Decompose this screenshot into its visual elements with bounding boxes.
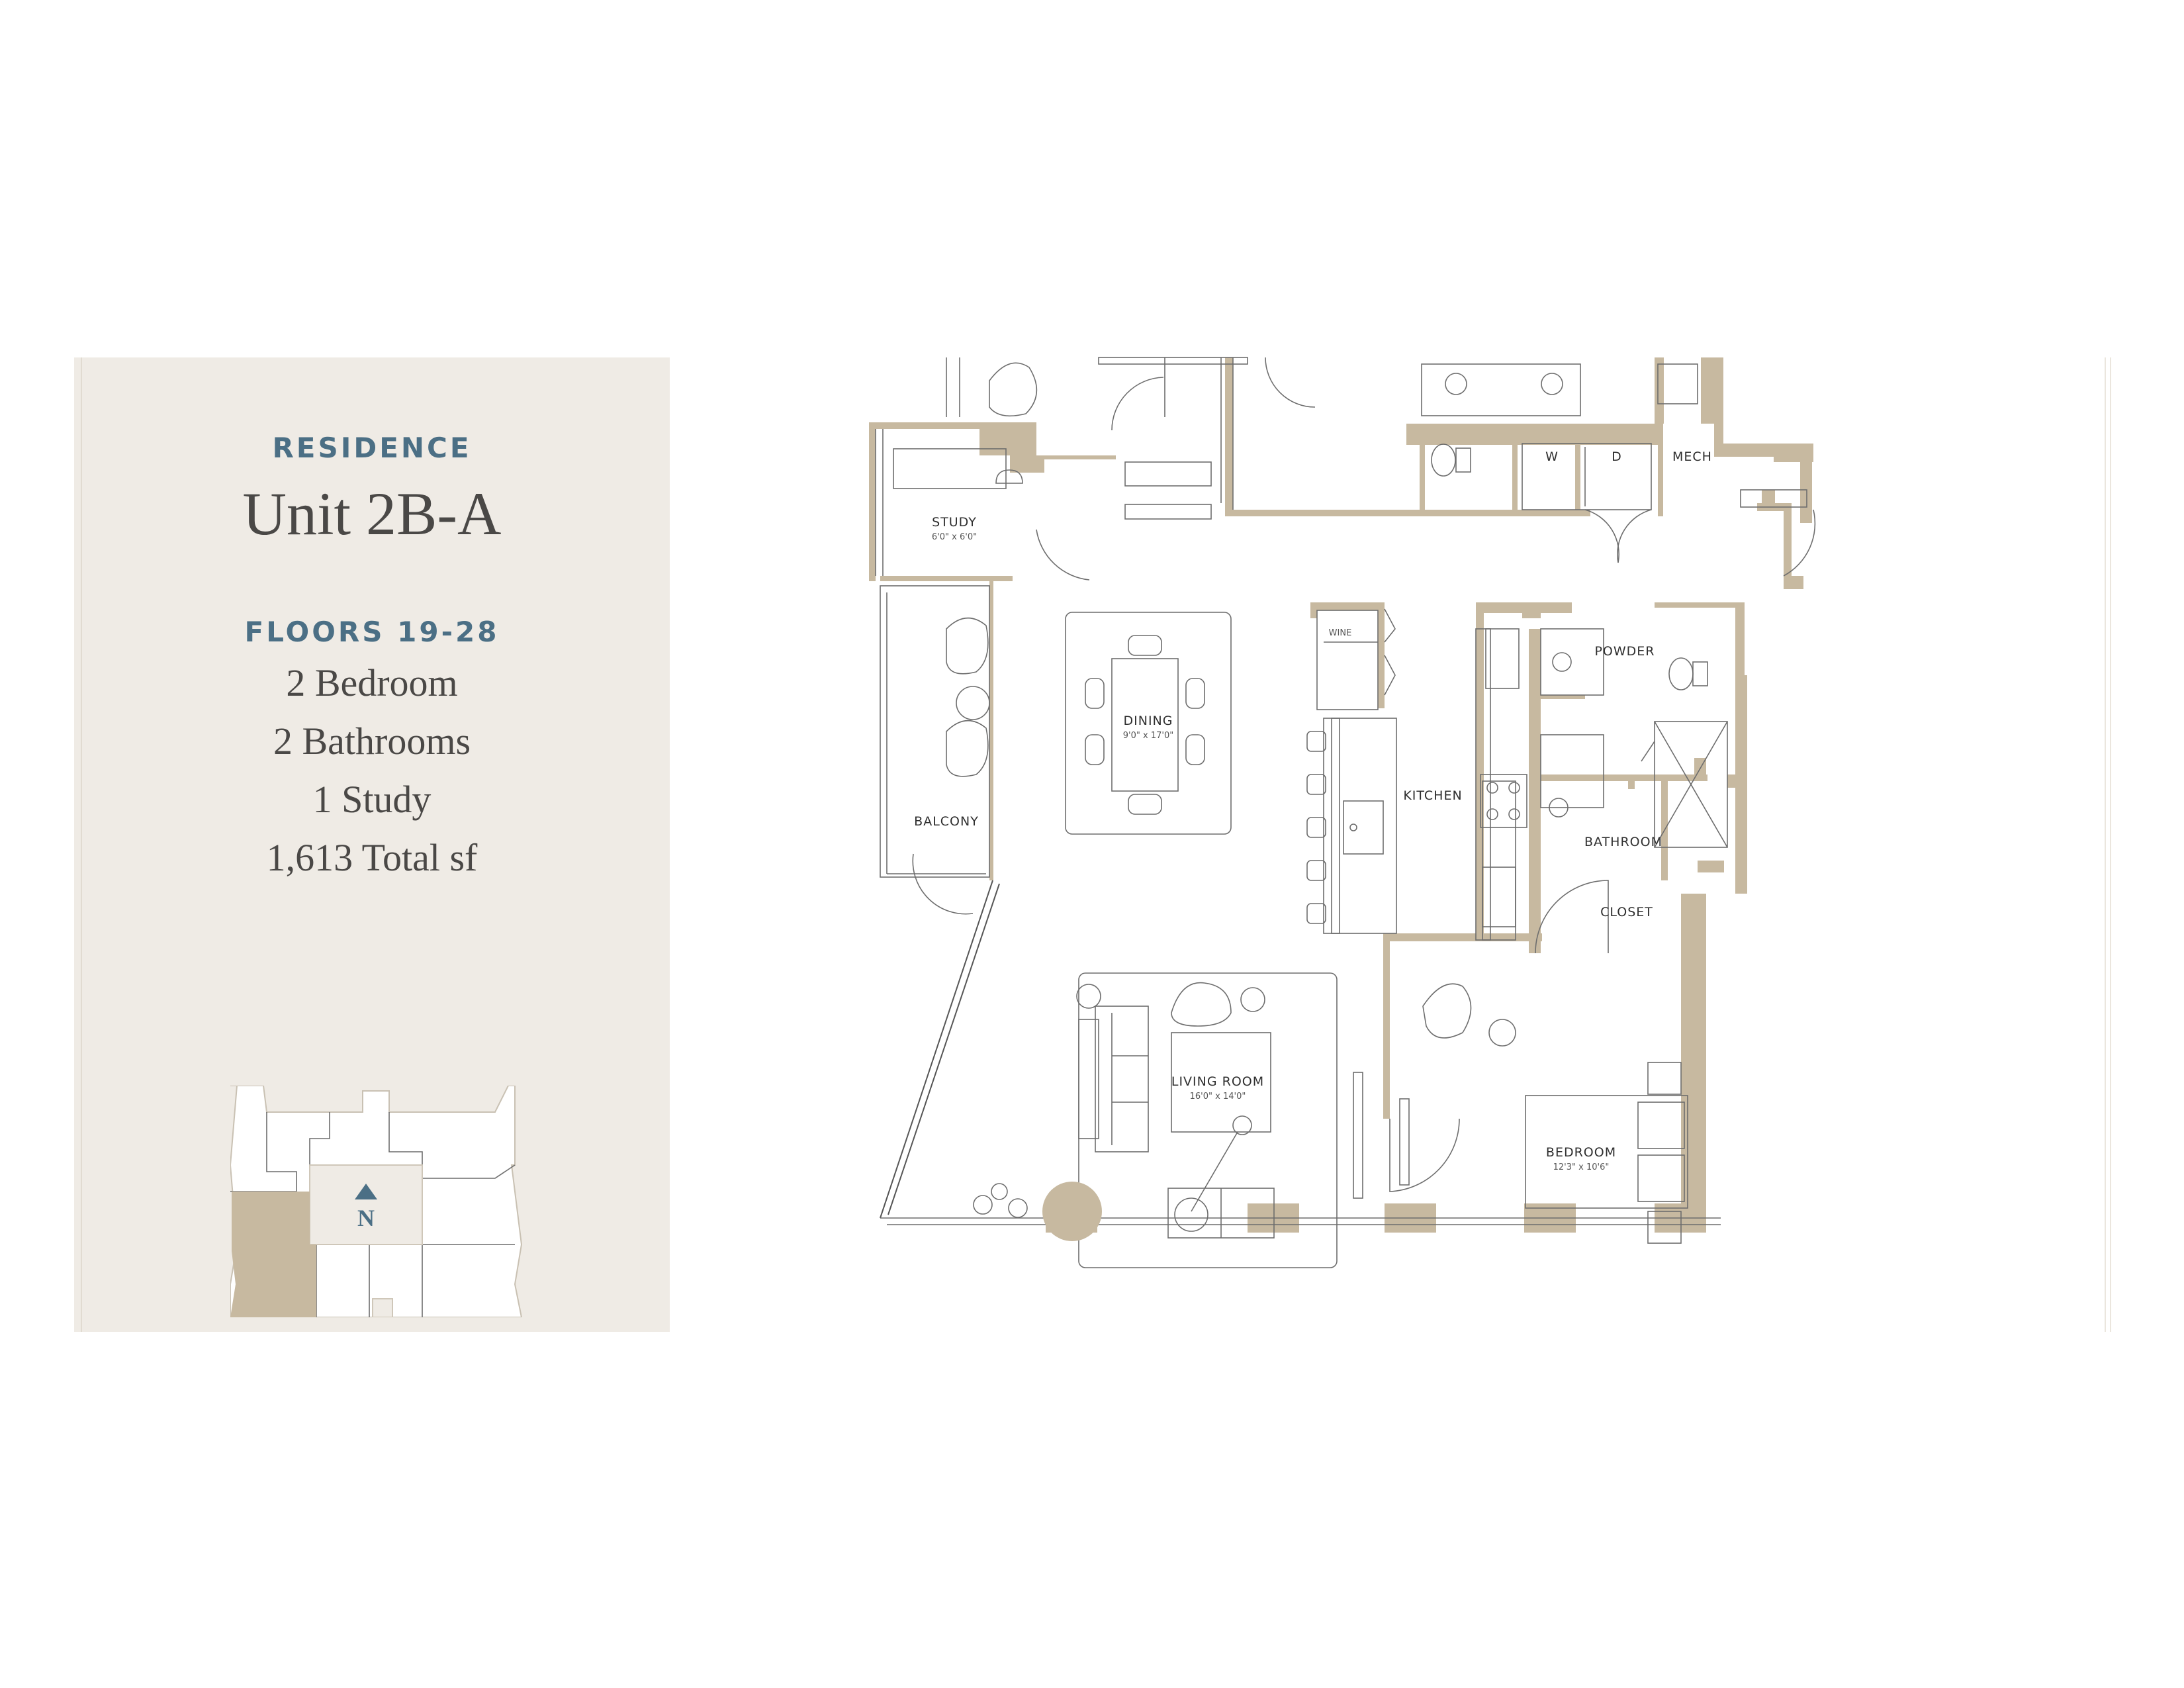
- walls: [869, 357, 1813, 1233]
- balcony-label: BALCONY: [914, 814, 979, 829]
- dryer-label: D: [1612, 449, 1622, 464]
- bedroom-dimensions: 12'3" x 10'6": [1553, 1162, 1610, 1172]
- room-labels: STUDY 6'0" x 6'0" DINING 9'0" x 17'0" BA…: [914, 449, 1712, 1172]
- north-arrow-icon: [355, 1184, 377, 1199]
- chairs: [946, 362, 1472, 1039]
- spec-total-sf: 1,613 Total sf: [266, 836, 478, 879]
- washer-label: W: [1545, 449, 1559, 464]
- study-label: STUDY: [932, 515, 977, 530]
- info-panel: RESIDENCE Unit 2B-A FLOORS 19-28 2 Bedro…: [74, 357, 670, 1332]
- key-plan-core: [309, 1164, 423, 1245]
- dining-label: DINING: [1124, 714, 1173, 728]
- panel-edge-line: [81, 357, 82, 1332]
- outlines: [875, 357, 1816, 1268]
- spec-study: 1 Study: [312, 778, 432, 821]
- bathroom-label: BATHROOM: [1584, 835, 1662, 849]
- kitchen-label: KITCHEN: [1403, 788, 1462, 803]
- spec-bedrooms: 2 Bedroom: [286, 661, 458, 704]
- floor-plan: STUDY 6'0" x 6'0" DINING 9'0" x 17'0" BA…: [869, 357, 1816, 1268]
- living-room-label: LIVING ROOM: [1171, 1074, 1264, 1089]
- closet-label: CLOSET: [1600, 905, 1653, 919]
- spec-bathrooms: 2 Bathrooms: [273, 720, 471, 763]
- dining-dimensions: 9'0" x 17'0": [1123, 731, 1173, 741]
- unit-title: Unit 2B-A: [242, 480, 502, 547]
- wine-label: WINE: [1329, 628, 1352, 638]
- round-side-table: [1042, 1182, 1102, 1241]
- floors-label: FLOORS 19-28: [244, 616, 500, 648]
- mech-label: MECH: [1672, 449, 1712, 464]
- right-rule: [2105, 357, 2111, 1332]
- study-dimensions: 6'0" x 6'0": [932, 532, 977, 542]
- powder-label: POWDER: [1594, 644, 1655, 659]
- north-label: N: [357, 1205, 375, 1231]
- key-plan: N: [230, 1086, 523, 1317]
- residence-label: RESIDENCE: [272, 432, 472, 464]
- living-room-dimensions: 16'0" x 14'0": [1190, 1092, 1246, 1102]
- key-plan-highlighted-unit: [230, 1192, 316, 1317]
- bedroom-label: BEDROOM: [1546, 1145, 1616, 1160]
